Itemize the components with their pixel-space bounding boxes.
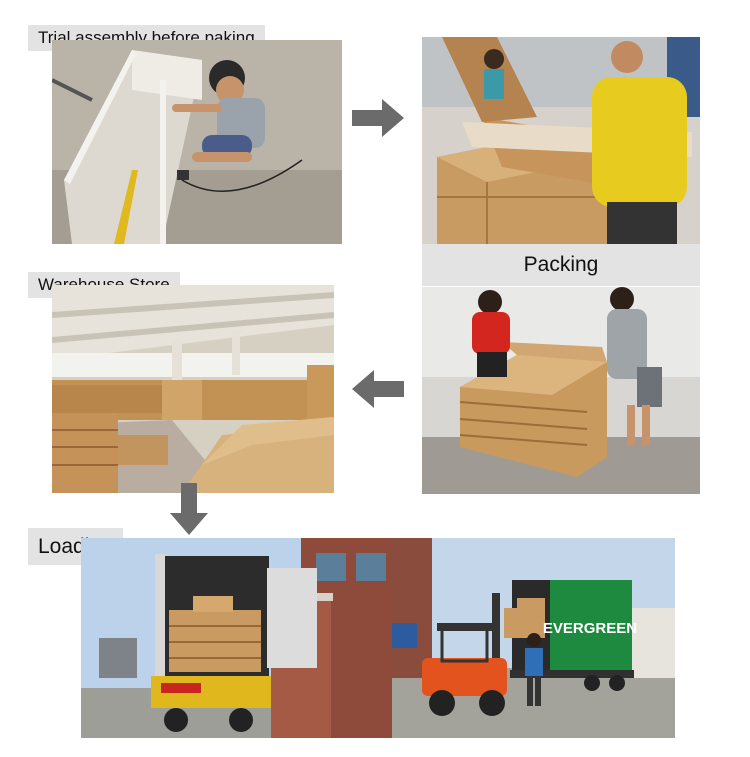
- photo-loading-forklift: EVERGREEN: [392, 538, 675, 738]
- photo-trial-assembly: [52, 40, 342, 244]
- photo-warehouse: [52, 285, 334, 493]
- photo-packing-bottom: [422, 287, 700, 494]
- arrow-down-icon: [170, 483, 208, 535]
- arrow-right-icon: [352, 99, 404, 137]
- photo-packing-top: [422, 37, 700, 244]
- photo-loading-truck: [81, 538, 392, 738]
- container-brand-text: EVERGREEN: [543, 620, 637, 637]
- arrow-left-icon: [352, 370, 404, 408]
- label-packing: Packing: [422, 244, 700, 286]
